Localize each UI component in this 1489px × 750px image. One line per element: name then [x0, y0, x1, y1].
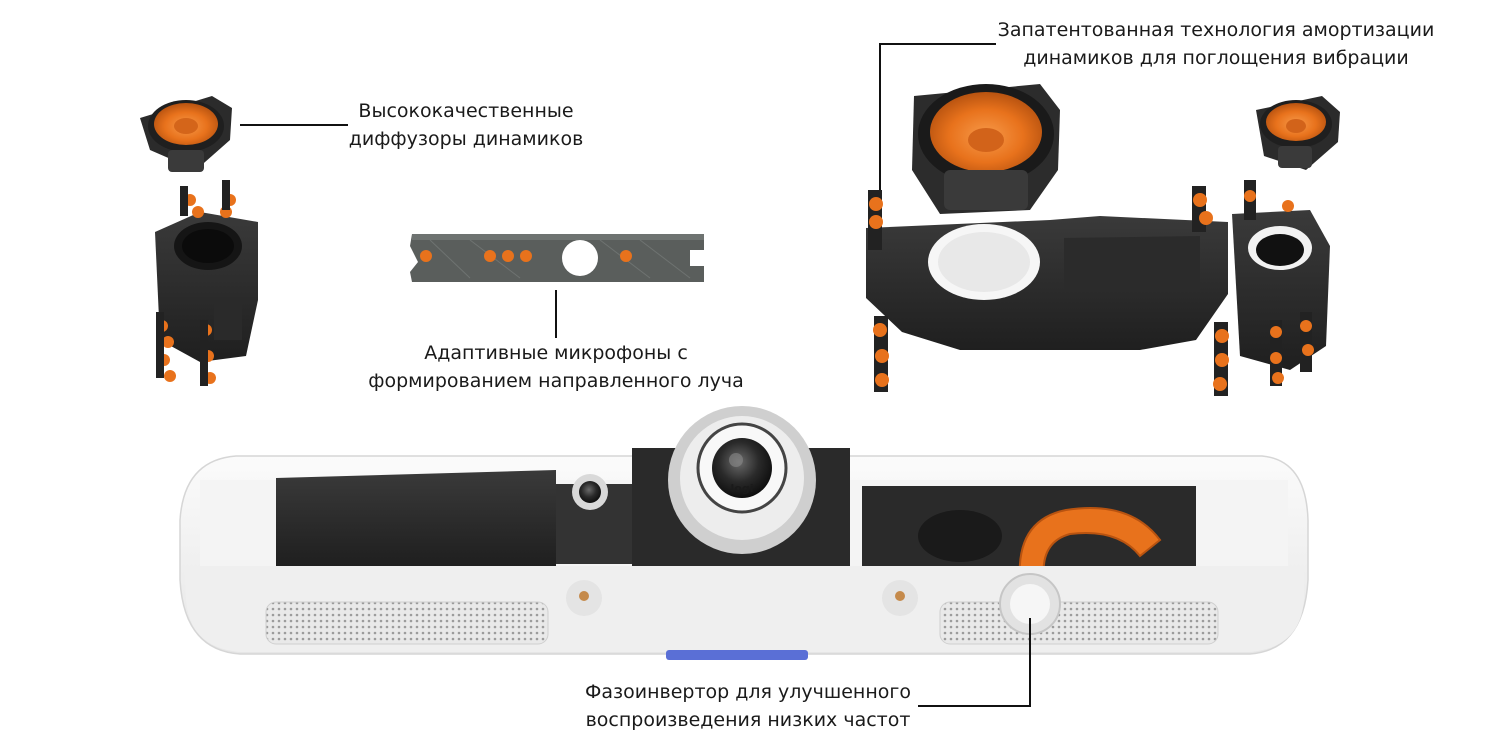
callout-speaker-cones: Высококачественные диффузоры динамиков	[348, 97, 584, 153]
microphone-board	[410, 234, 704, 282]
bass-enclosure	[866, 216, 1228, 350]
callout-lines	[240, 43, 1031, 707]
callout-line-suspension	[879, 43, 996, 190]
left-speaker-grille	[265, 601, 549, 645]
bass-reflex-port	[1018, 507, 1162, 581]
callout-microphones: Адаптивные микрофоны с формированием нап…	[366, 339, 746, 395]
microphone-capsules	[420, 250, 632, 262]
callout-line-bass-port	[918, 618, 1031, 707]
callout-microphones-line1: Адаптивные микрофоны с	[424, 342, 688, 364]
right-speaker-assembly	[866, 84, 1340, 396]
large-speaker-driver	[912, 84, 1060, 214]
right-damper-pegs	[869, 190, 1314, 391]
camera-logo: logi	[731, 482, 754, 495]
secondary-camera-lens	[556, 474, 632, 564]
right-small-speaker-driver	[1256, 96, 1340, 170]
main-camera: logi	[668, 406, 816, 554]
status-light-bar	[666, 650, 808, 660]
right-speaker-grille	[939, 601, 1219, 645]
callout-bass-port-line1: Фазоинвертор для улучшенного	[585, 681, 911, 703]
callout-bass-port: Фазоинвертор для улучшенного воспроизвед…	[578, 678, 918, 734]
left-speaker-assembly	[140, 96, 258, 386]
left-speaker-housing	[155, 212, 258, 362]
callout-suspension: Запатентованная технология амортизации д…	[996, 16, 1436, 72]
callout-suspension-line1: Запатентованная технология амортизации	[997, 19, 1435, 41]
callout-bass-port-line2: воспроизведения низких частот	[585, 709, 911, 731]
callout-speaker-cones-line2: диффузоры динамиков	[348, 128, 584, 150]
callout-speaker-cones-line1: Высококачественные	[358, 100, 574, 122]
video-bar-chassis: logi	[179, 406, 1309, 660]
callout-microphones-line2: формированием направленного луча	[368, 370, 744, 392]
left-small-speaker-driver	[140, 96, 232, 172]
callout-suspension-line2: динамиков для поглощения вибрации	[1023, 47, 1409, 69]
